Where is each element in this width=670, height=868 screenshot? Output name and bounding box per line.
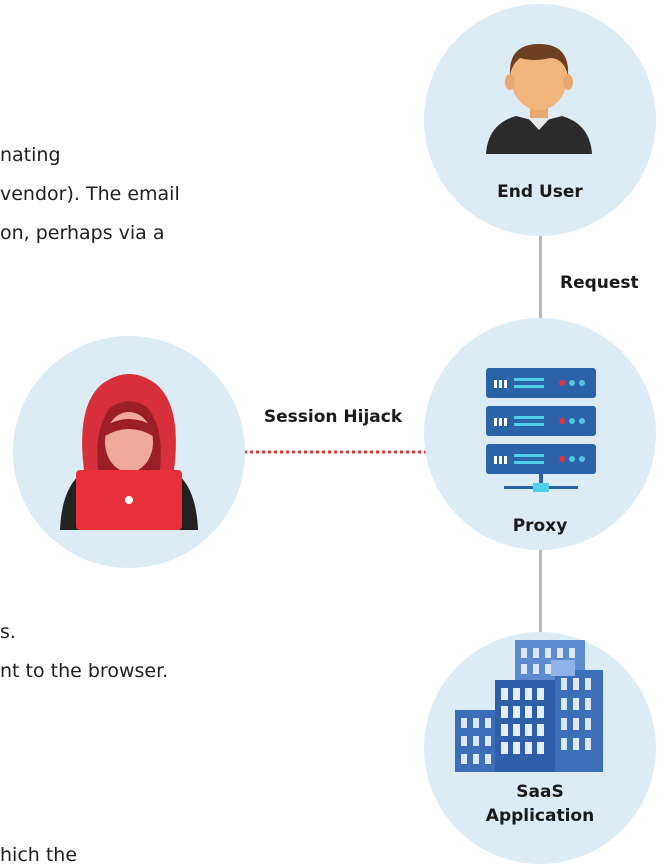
building-icon [455,640,603,772]
article-text-line: nating [0,144,61,166]
proxy-saas-connector [539,548,542,658]
saas-label-line1: SaaS [516,782,564,802]
request-label: Request [560,273,639,293]
hacker-icon [60,374,198,530]
session-hijack-label: Session Hijack [263,407,403,427]
saas-label-line2: Application [485,806,595,826]
article-text-line: s. [0,621,16,643]
article-text-line: vendor). The email [0,183,180,205]
article-text-line: on, perhaps via a [0,222,165,244]
article-text-line: nt to the browser. [0,660,169,682]
article-text-line: hich the [0,844,78,866]
proxy-label: Proxy [512,516,568,536]
user-icon [486,44,592,154]
request-connector [539,200,542,360]
server-icon [486,368,596,492]
end-user-label: End User [497,182,583,202]
